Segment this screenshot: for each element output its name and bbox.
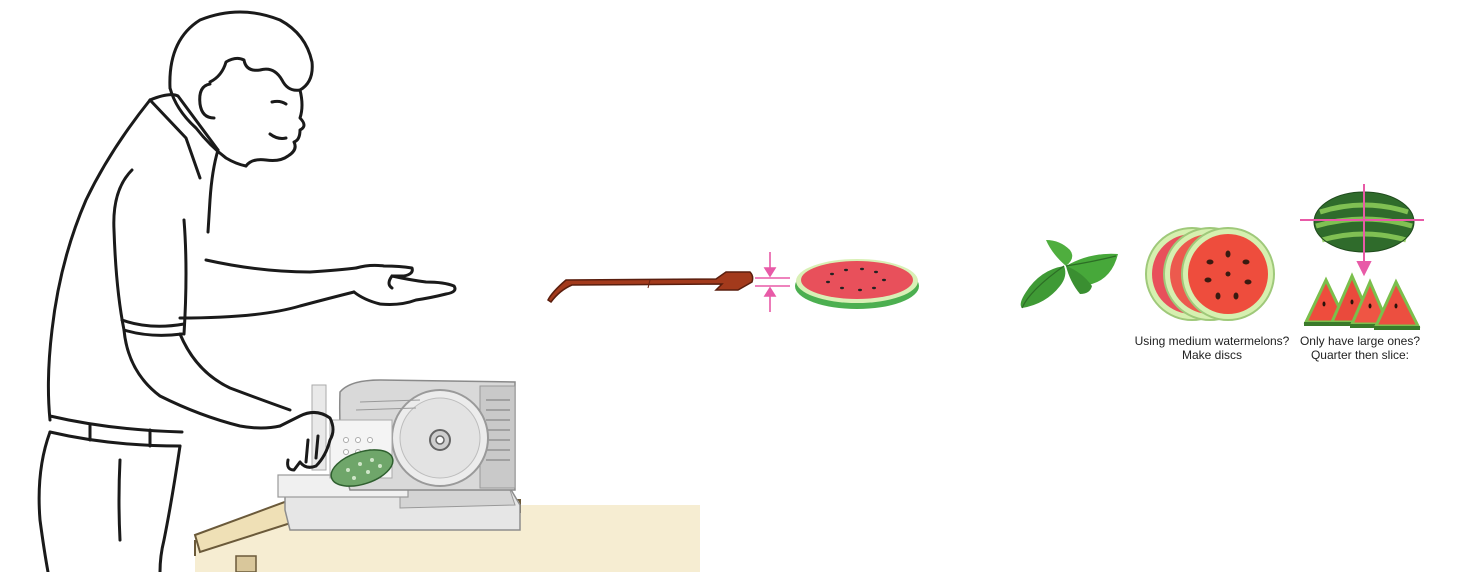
- large-caption-line1: Only have large ones?: [1299, 334, 1421, 348]
- medium-caption-line1: Using medium watermelons?: [1134, 334, 1290, 348]
- man-using-slicer-illustration: [37, 10, 457, 572]
- offset-spatula-icon: [547, 271, 754, 304]
- mint-leaf-icon: [1020, 240, 1118, 309]
- cucumber-icon: [330, 449, 394, 487]
- meat-slicer-icon: [277, 379, 521, 531]
- thickness-indicator-icon: [755, 252, 790, 312]
- medium-caption-line2: Make discs: [1181, 348, 1243, 362]
- large-caption-line2: Quarter then slice:: [1310, 348, 1410, 362]
- watermelon-wedges-icon: [1303, 272, 1421, 330]
- watermelon-discs-icon: [1145, 227, 1275, 321]
- watermelon-slice-icon: [795, 259, 919, 309]
- medium-watermelon-caption: Using medium watermelons? Make discs: [1132, 334, 1292, 362]
- cut-guide-icon: [1300, 184, 1424, 277]
- large-watermelon-caption: Only have large ones? Quarter then slice…: [1290, 334, 1430, 362]
